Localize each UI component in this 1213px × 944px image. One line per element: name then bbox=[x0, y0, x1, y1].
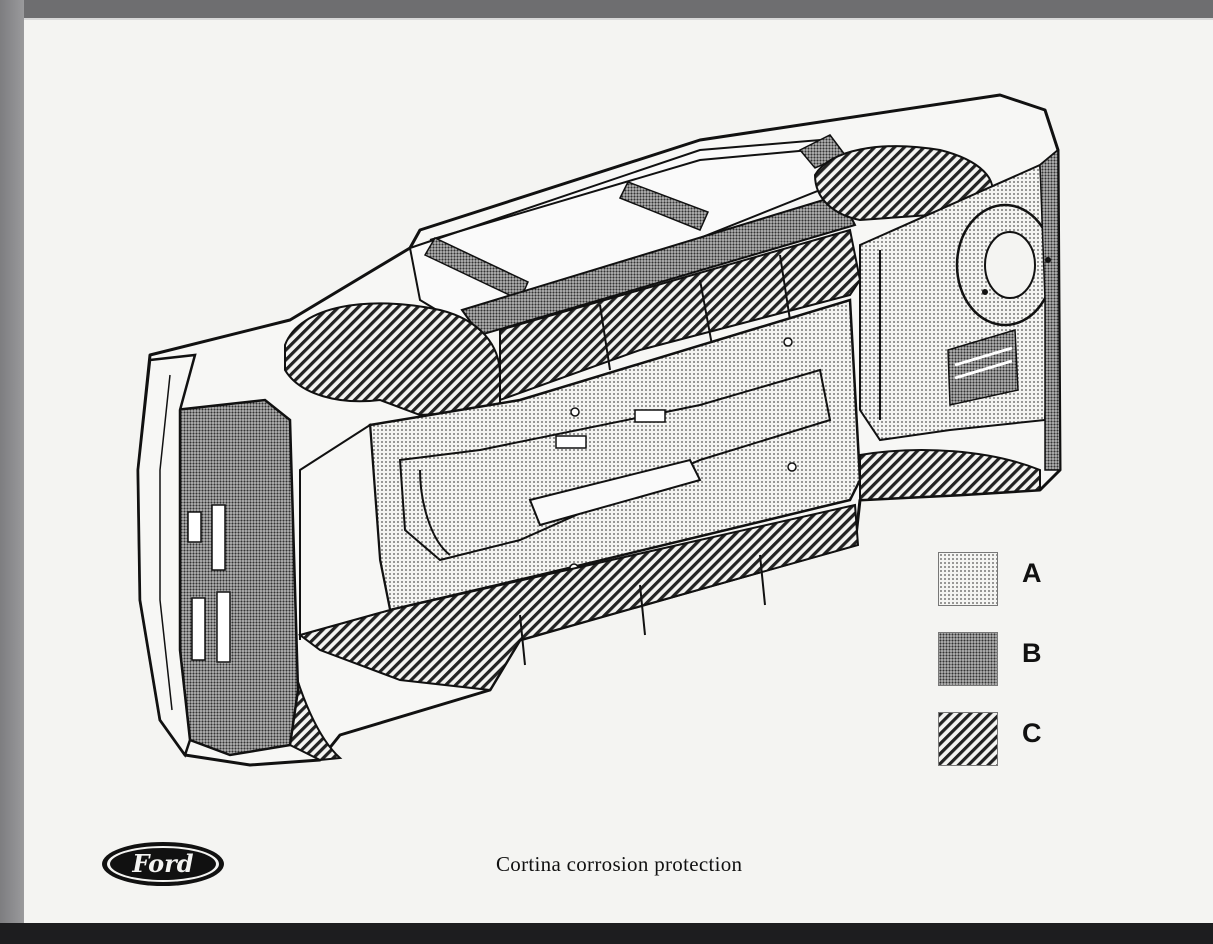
legend-item-a: A bbox=[938, 552, 1058, 606]
front-panel bbox=[173, 398, 300, 757]
rear-arch-left bbox=[284, 302, 501, 417]
photo-frame-top bbox=[0, 0, 1213, 18]
rear-valance bbox=[1039, 148, 1061, 471]
front-arch-right bbox=[859, 449, 1041, 502]
ford-oval-logo: Ford bbox=[102, 842, 224, 886]
sill-front bbox=[297, 503, 860, 692]
photo-frame-left bbox=[0, 0, 24, 923]
logo-text: Ford bbox=[131, 849, 193, 878]
legend-label-a: A bbox=[1022, 558, 1042, 588]
legend-label-b: B bbox=[1022, 638, 1042, 668]
legend-swatch-c bbox=[938, 712, 998, 766]
legend-label-c: C bbox=[1022, 718, 1042, 748]
figure-caption: Cortina corrosion protection bbox=[496, 852, 743, 876]
photo-frame-bottom bbox=[0, 923, 1213, 944]
boot-lid-line bbox=[429, 149, 811, 241]
transmission-tunnel bbox=[398, 368, 832, 562]
legend-item-c: C bbox=[938, 712, 1058, 766]
boot-strap-2 bbox=[618, 181, 710, 231]
rear-floor-band bbox=[499, 228, 862, 402]
rear-arch-right bbox=[813, 145, 994, 222]
legend-item-b: B bbox=[938, 632, 1058, 686]
legend-swatch-a bbox=[938, 552, 998, 606]
front-bumper bbox=[136, 353, 197, 758]
legend-swatch-b bbox=[938, 632, 998, 686]
boot-strap-1 bbox=[423, 237, 529, 302]
